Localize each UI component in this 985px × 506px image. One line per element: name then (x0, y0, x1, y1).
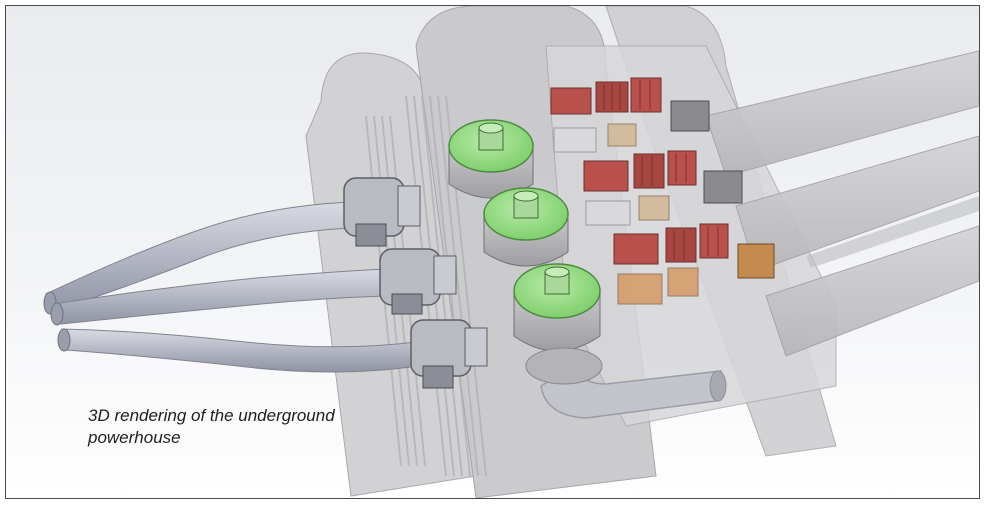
penstocks (43, 201, 419, 373)
figure-frame: 3D rendering of the underground powerhou… (5, 5, 980, 499)
powerhouse-rendering (43, 6, 979, 498)
figure-caption: 3D rendering of the underground powerhou… (88, 406, 335, 447)
inlet-valves (343, 177, 488, 389)
transformer-bay (550, 77, 775, 305)
generator-units (448, 119, 603, 385)
